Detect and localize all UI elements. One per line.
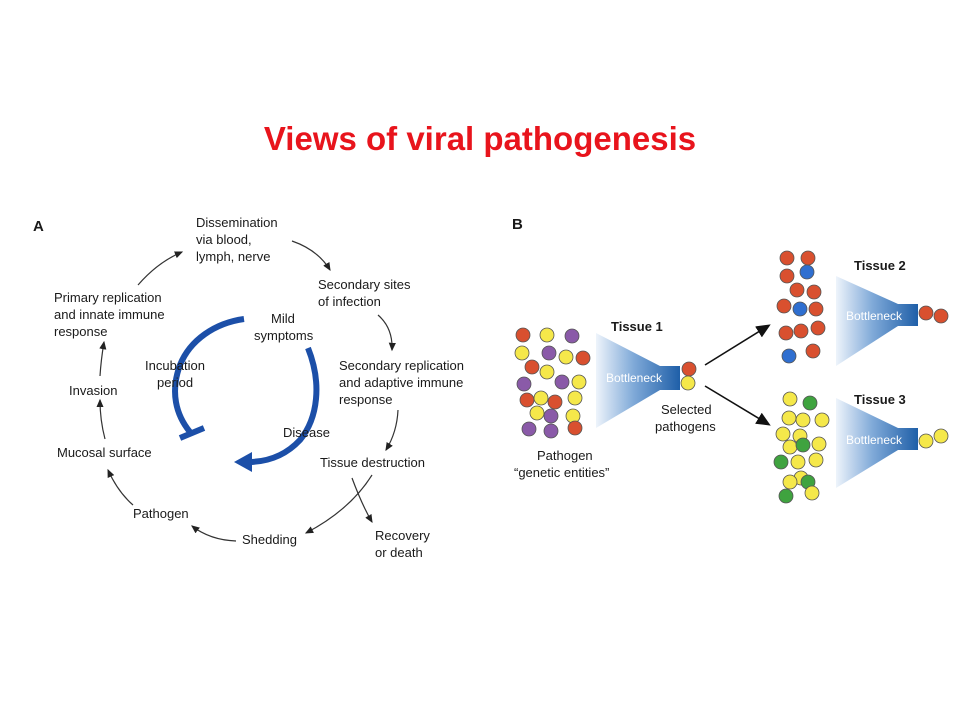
label-primary-1: Primary replication xyxy=(54,290,162,305)
selected-label-1: Selected xyxy=(661,402,712,417)
label-mild-1: Mild xyxy=(271,311,295,326)
tissue3-cluster xyxy=(773,391,830,504)
label-pathogen: Pathogen xyxy=(133,506,189,521)
pathogen-cluster xyxy=(514,327,591,439)
tissue2-output xyxy=(918,305,949,324)
bottleneck-label-1: Bottleneck xyxy=(606,371,663,385)
label-disease: Disease xyxy=(283,425,330,440)
selection-arrows xyxy=(704,324,771,426)
label-primary-3: response xyxy=(54,324,107,339)
tissue3-label: Tissue 3 xyxy=(854,392,906,407)
label-incubation-2: period xyxy=(157,375,193,390)
inner-labels: Mild symptoms Incubation period Disease xyxy=(145,311,330,440)
bottleneck-funnel-3: Bottleneck xyxy=(836,398,918,488)
label-secondary-replication-3: response xyxy=(339,392,392,407)
tissue2-label: Tissue 2 xyxy=(854,258,906,273)
label-primary-2: and innate immune xyxy=(54,307,165,322)
selected-label-2: pathogens xyxy=(655,419,716,434)
label-tissue-destruction: Tissue destruction xyxy=(320,455,425,470)
label-invasion: Invasion xyxy=(69,383,117,398)
label-secondary-replication-1: Secondary replication xyxy=(339,358,464,373)
tissue1-label: Tissue 1 xyxy=(611,319,663,334)
pathogen-label-1: Pathogen xyxy=(537,448,593,463)
bottleneck-label-2: Bottleneck xyxy=(846,309,903,323)
panel-b-label: B xyxy=(512,216,523,233)
label-mild-2: symptoms xyxy=(254,328,314,343)
tissue2-cluster xyxy=(776,250,826,364)
label-incubation-1: Incubation xyxy=(145,358,205,373)
cycle-labels: Dissemination via blood, lymph, nerve Se… xyxy=(54,215,464,560)
selected-pathogens xyxy=(680,361,697,391)
panel-a-label: A xyxy=(33,218,44,235)
inner-cycle-arcs xyxy=(172,316,320,472)
label-secondary-replication-2: and adaptive immune xyxy=(339,375,463,390)
label-recovery-1: Recovery xyxy=(375,528,430,543)
label-mucosal-surface: Mucosal surface xyxy=(57,445,152,460)
label-shedding: Shedding xyxy=(242,532,297,547)
label-secondary-sites-2: of infection xyxy=(318,294,381,309)
bottleneck-funnel-1: Bottleneck xyxy=(596,333,680,428)
pathogen-label-2: “genetic entities” xyxy=(514,465,609,480)
label-dissemination-1: Dissemination xyxy=(196,215,278,230)
slide-title: Views of viral pathogenesis xyxy=(263,120,697,157)
bottleneck-funnel-2: Bottleneck xyxy=(836,276,918,366)
label-dissemination-3: lymph, nerve xyxy=(196,249,270,264)
tissue3-output xyxy=(918,428,949,449)
label-dissemination-2: via blood, xyxy=(196,232,252,247)
cycle-arrows xyxy=(96,240,399,542)
label-secondary-sites-1: Secondary sites xyxy=(318,277,411,292)
label-recovery-2: or death xyxy=(375,545,423,560)
bottleneck-label-3: Bottleneck xyxy=(846,433,903,447)
